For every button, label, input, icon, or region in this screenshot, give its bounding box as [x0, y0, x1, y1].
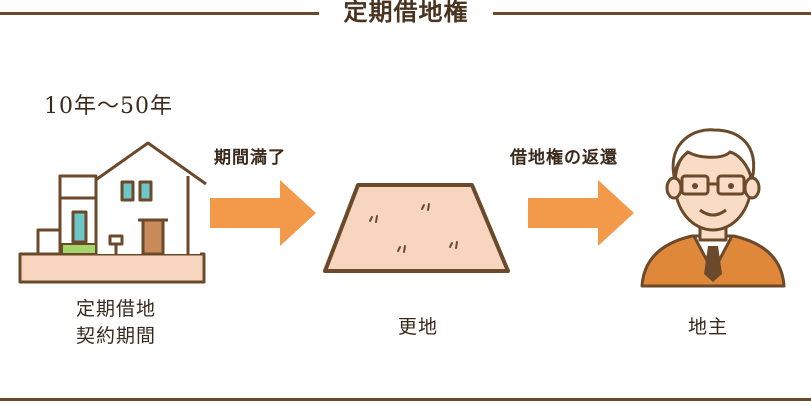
arrow-expiry: [210, 180, 316, 246]
arrow-label-return: 借地権の返還: [510, 148, 618, 168]
house-caption-line1: 定期借地: [75, 298, 156, 320]
house-caption: 定期借地 契約期間: [56, 296, 176, 350]
landowner-illustration: [640, 128, 786, 288]
diagram-title: 定期借地権: [319, 0, 493, 28]
land-caption: 更地: [397, 316, 438, 338]
arrow-return: [528, 180, 634, 246]
arrow-label-expiry: 期間満了: [214, 148, 286, 168]
house-caption-line2: 契約期間: [75, 325, 156, 347]
vacant-land-illustration: [323, 183, 510, 273]
duration-label: 10年～50年: [44, 94, 173, 119]
owner-caption: 地主: [687, 316, 728, 338]
bottom-rule: [0, 398, 811, 401]
house-illustration: [18, 141, 207, 284]
